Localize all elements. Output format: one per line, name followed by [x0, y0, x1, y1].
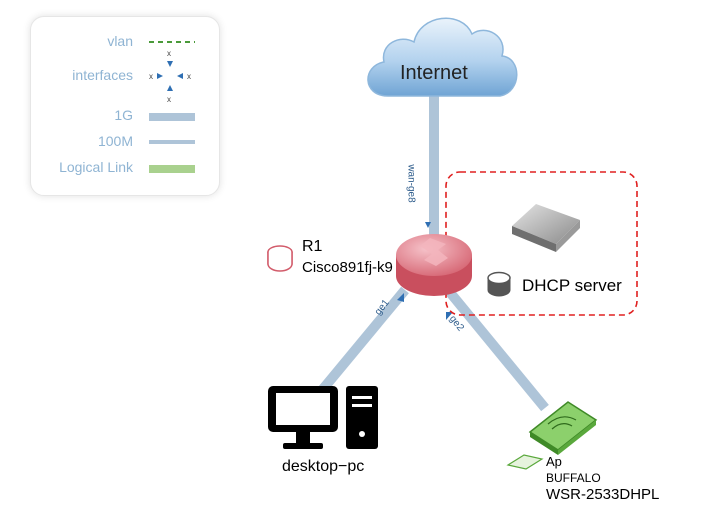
legend-vlan-label: vlan [107, 33, 133, 49]
interfaces-arrows-icon: x x x x [149, 49, 191, 104]
legend-interfaces-label: interfaces [72, 67, 133, 83]
legend-logical-link-label: Logical Link [59, 159, 133, 175]
svg-text:x: x [167, 49, 171, 58]
dhcp-status-icon [487, 271, 511, 297]
desktop-pc-label: desktop−pc [282, 458, 365, 475]
router-name: R1 [302, 238, 323, 255]
legend-1g-sample [149, 113, 195, 121]
ap-name: Ap [546, 454, 562, 469]
router-r1-icon [396, 234, 472, 296]
access-point-icon [528, 401, 598, 455]
link-r1-desktop [314, 286, 409, 399]
dhcp-server-label: DHCP server [522, 276, 622, 295]
svg-text:x: x [187, 72, 191, 81]
r1-status-icon [267, 245, 293, 272]
legend-logical-link-sample [149, 165, 195, 173]
port-marker-ge1 [397, 293, 404, 302]
internet-cloud-icon [367, 17, 518, 97]
ap-status-icon [506, 454, 544, 470]
ap-vendor: BUFFALO [546, 471, 601, 485]
legend-100m-sample [149, 140, 195, 144]
port-marker-wan [425, 222, 431, 228]
dhcp-server-icon [512, 204, 580, 252]
svg-text:x: x [167, 95, 171, 104]
router-model: Cisco891fj-k9 [302, 259, 393, 276]
legend-100m-label: 100M [97, 133, 133, 149]
legend-panel: vlan interfaces x x x x 1G 100M Logical … [30, 16, 220, 196]
internet-label: Internet [400, 62, 468, 84]
port-marker-ge2 [446, 312, 453, 320]
port-label-wan: wan-ge8 [405, 164, 417, 203]
link-r1-ap [444, 286, 549, 412]
legend-1g-label: 1G [114, 107, 133, 123]
desktop-pc-icon [268, 386, 378, 449]
svg-text:x: x [149, 72, 153, 81]
legend-vlan-sample [149, 41, 195, 43]
ap-model: WSR-2533DHPL [546, 486, 660, 503]
